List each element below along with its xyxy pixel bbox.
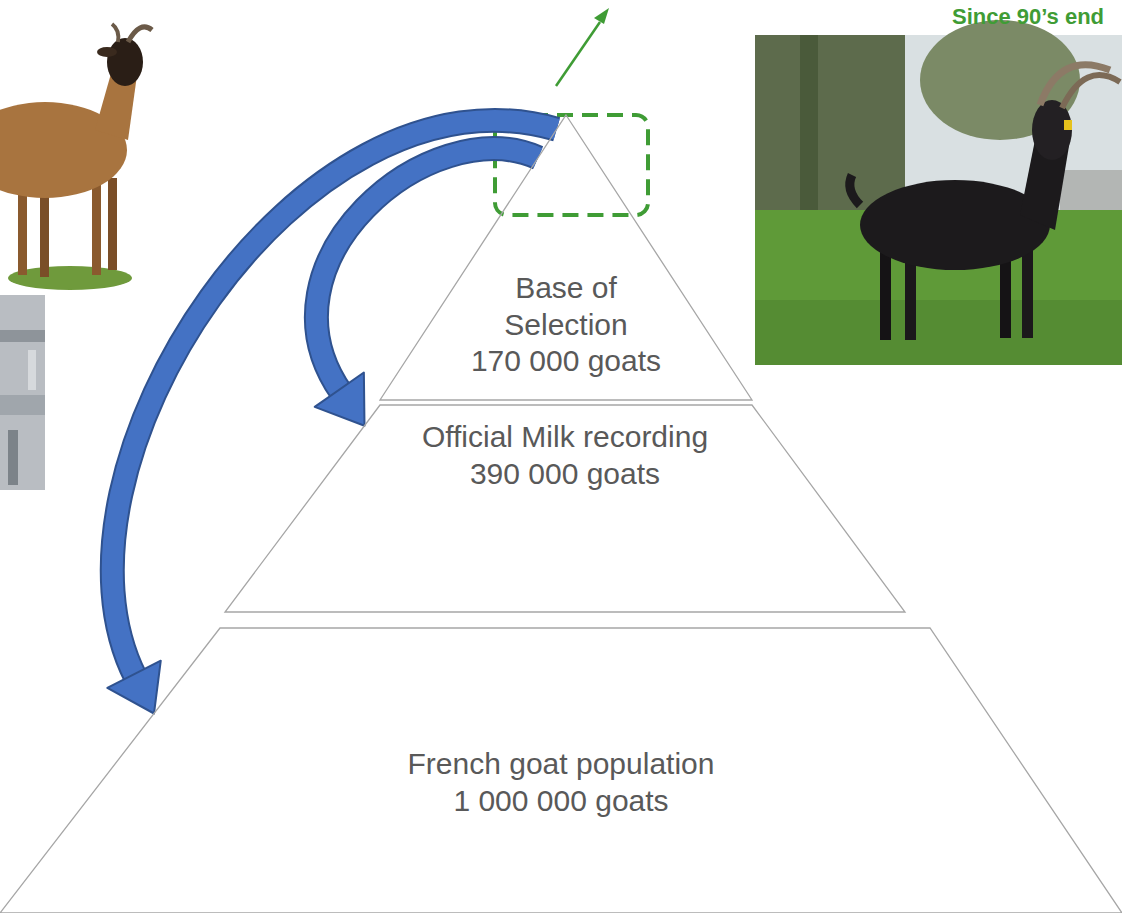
- tier-text: French goat population1 000 000 goats: [0, 746, 1122, 819]
- goat-count: 170 000 goats: [380, 343, 752, 380]
- goat-count: 390 000 goats: [225, 456, 905, 493]
- note-label: Since 90’s end: [952, 4, 1104, 30]
- milking-room-photo: [0, 295, 45, 490]
- arrow-outline: [112, 120, 556, 677]
- pyramid-tier: Official Milk recording390 000 goats: [225, 405, 905, 612]
- arrow-head: [594, 8, 609, 24]
- pyramid-tier: French goat population1 000 000 goats: [0, 628, 1122, 913]
- leader-arrow: [556, 22, 600, 86]
- tier-shape: [0, 628, 1122, 913]
- tier-text: Base of Selection170 000 goats: [380, 270, 752, 380]
- arrow-body: [112, 120, 556, 677]
- tier-title: Base of Selection: [479, 270, 654, 343]
- curved-arrow: [315, 149, 538, 426]
- tier-text: Official Milk recording390 000 goats: [225, 419, 905, 492]
- pyramid-tier: Base of Selection170 000 goats: [380, 115, 752, 400]
- arrow-head: [315, 372, 365, 425]
- tier-shape: [380, 115, 752, 400]
- tier-shape: [225, 405, 905, 612]
- curved-arrow: [107, 120, 556, 713]
- black-goat-photo: [755, 20, 1122, 365]
- arrow-head: [107, 661, 160, 714]
- tier-title: Official Milk recording: [225, 419, 905, 456]
- goat-count: 1 000 000 goats: [0, 783, 1122, 820]
- brown-goat-photo: [0, 24, 152, 290]
- tier-title: French goat population: [0, 746, 1122, 783]
